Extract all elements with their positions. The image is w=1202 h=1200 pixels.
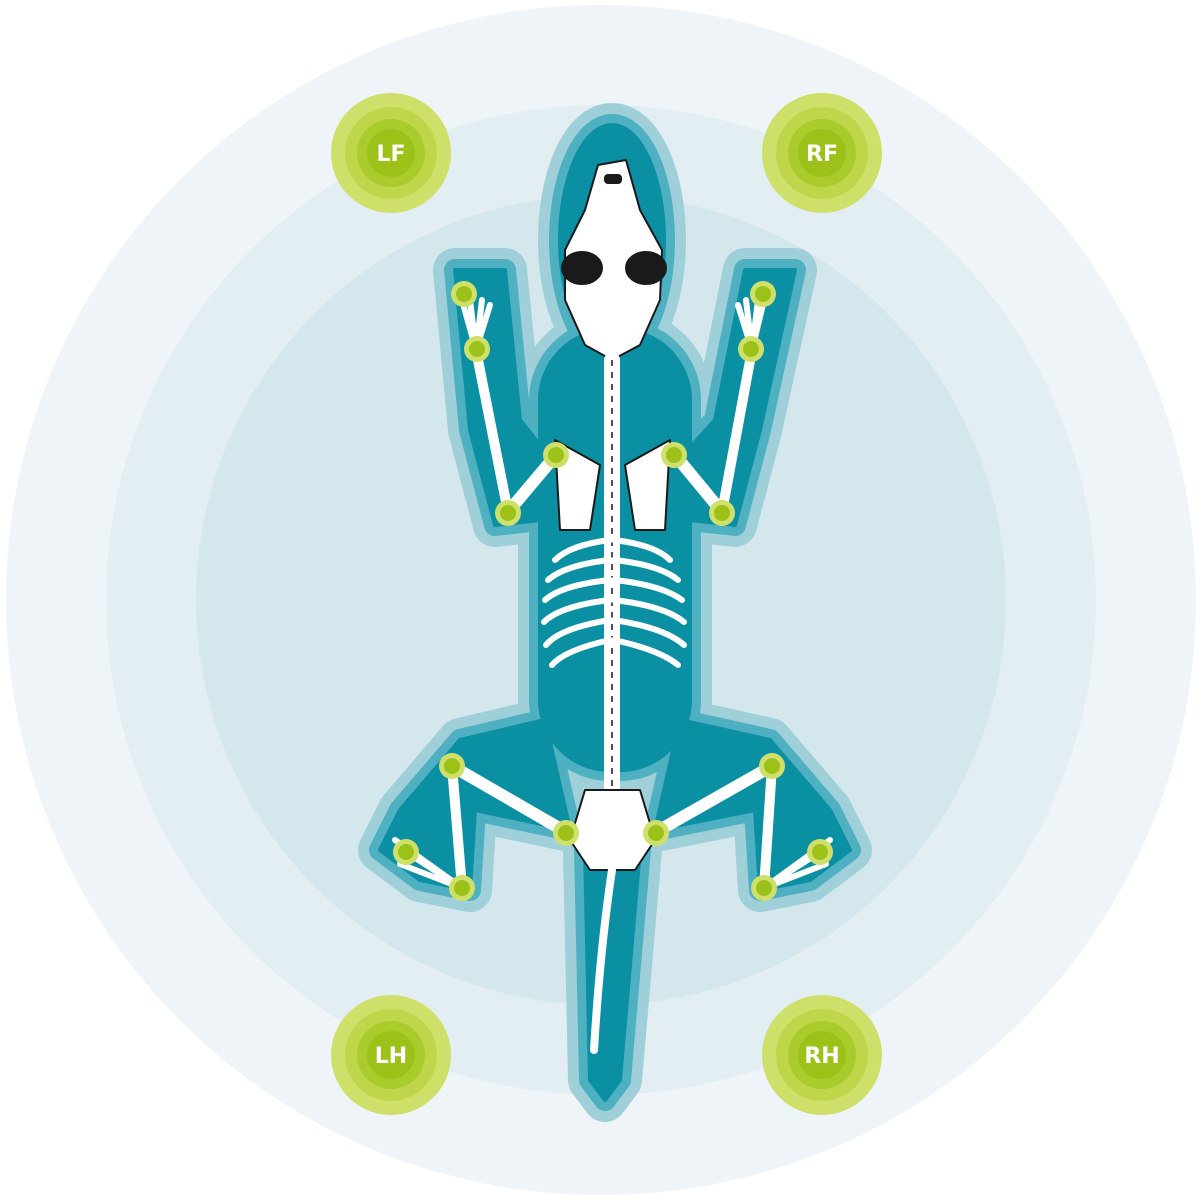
badge-right-fore: RF xyxy=(762,93,882,213)
badge-label-rh: RH xyxy=(804,1044,839,1069)
joint-marker xyxy=(759,753,785,779)
joint-marker xyxy=(709,500,735,526)
joint-marker xyxy=(464,336,490,362)
joint-marker xyxy=(449,875,475,901)
eye-socket-right xyxy=(626,252,666,284)
pelvis xyxy=(570,790,655,870)
joint-marker xyxy=(738,336,764,362)
badge-label-lf: LF xyxy=(376,142,405,167)
badge-right-hind: RH xyxy=(762,995,882,1115)
joint-marker xyxy=(543,442,569,468)
joint-marker xyxy=(553,820,579,846)
joint-marker xyxy=(750,281,776,307)
badge-left-hind: LH xyxy=(331,995,451,1115)
joint-marker xyxy=(643,820,669,846)
eye-socket-left xyxy=(562,252,602,284)
nose xyxy=(605,175,621,183)
joint-marker xyxy=(393,839,419,865)
joint-marker xyxy=(495,500,521,526)
joint-marker xyxy=(751,875,777,901)
joint-marker xyxy=(661,442,687,468)
joint-marker xyxy=(807,839,833,865)
badge-label-rf: RF xyxy=(806,142,838,167)
badge-label-lh: LH xyxy=(375,1044,407,1069)
joint-marker xyxy=(451,281,477,307)
badge-left-fore: LF xyxy=(331,93,451,213)
joint-marker xyxy=(439,753,465,779)
